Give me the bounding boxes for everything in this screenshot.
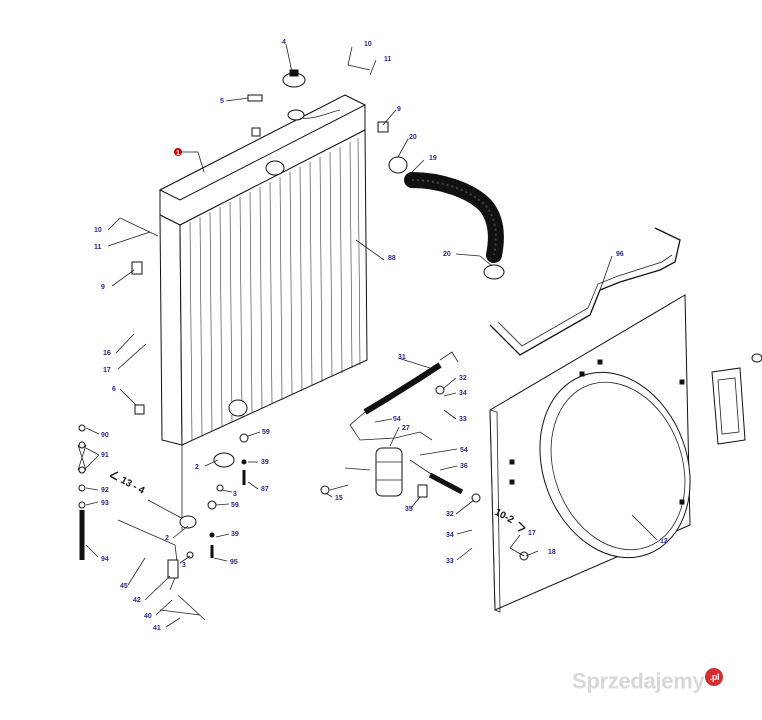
label-41: 41 xyxy=(153,625,161,632)
label-88: 88 xyxy=(388,255,396,262)
label-4: 4 xyxy=(282,39,286,46)
label-12: 12 xyxy=(660,538,668,545)
label-17a: 17 xyxy=(103,367,111,374)
label-59b: 59 xyxy=(231,502,239,509)
label-5: 5 xyxy=(220,98,224,105)
label-54a: 54 xyxy=(393,416,401,423)
label-54b: 54 xyxy=(460,447,468,454)
label-39b: 39 xyxy=(231,531,239,538)
leader-lines xyxy=(85,43,658,628)
label-93: 93 xyxy=(101,500,109,507)
label-27: 27 xyxy=(402,425,410,432)
label-32a: 32 xyxy=(459,375,467,382)
label-1: 1 xyxy=(176,150,180,157)
label-15: 15 xyxy=(335,495,343,502)
label-16: 16 xyxy=(103,350,111,357)
label-94: 94 xyxy=(101,556,109,563)
ac-line-assembly xyxy=(320,351,529,561)
label-3a: 3 xyxy=(233,491,237,498)
watermark-badge: .pl xyxy=(705,668,724,686)
fan-shroud xyxy=(489,294,691,613)
label-6: 6 xyxy=(112,386,116,393)
label-95: 95 xyxy=(230,559,238,566)
label-92: 92 xyxy=(101,487,109,494)
callout-marker xyxy=(174,148,182,156)
arrow-left-icon xyxy=(109,471,119,481)
label-19: 19 xyxy=(429,155,437,162)
label-87: 87 xyxy=(261,486,269,493)
label-9b: 9 xyxy=(101,284,105,291)
arrow-right-icon xyxy=(517,521,526,532)
label-10a: 10 xyxy=(364,41,372,48)
label-17b: 17 xyxy=(528,530,536,537)
label-90: 90 xyxy=(101,432,109,439)
label-2b: 2 xyxy=(165,535,169,542)
label-91: 91 xyxy=(101,452,109,459)
label-34b: 34 xyxy=(446,532,454,539)
label-36: 36 xyxy=(460,463,468,470)
watermark: Sprzedajemy.pl xyxy=(572,668,724,694)
label-45: 45 xyxy=(120,583,128,590)
label-20b: 20 xyxy=(443,251,451,258)
label-2a: 2 xyxy=(195,464,199,471)
lower-linkage xyxy=(77,424,249,621)
upper-hose xyxy=(388,156,505,280)
label-96: 96 xyxy=(616,251,624,258)
label-11b: 11 xyxy=(94,244,102,251)
radiator-assembly xyxy=(131,69,389,446)
label-18: 18 xyxy=(548,549,556,556)
radiator-core-fins xyxy=(189,137,361,441)
label-33b: 33 xyxy=(446,558,454,565)
label-11a: 11 xyxy=(384,56,392,63)
label-10b: 10 xyxy=(94,227,102,234)
side-gasket xyxy=(711,353,762,445)
label-34a: 34 xyxy=(459,390,467,397)
label-39a: 39 xyxy=(261,459,269,466)
label-20a: 20 xyxy=(409,134,417,141)
support-bracket xyxy=(489,227,681,356)
label-59a: 59 xyxy=(262,429,270,436)
label-35: 35 xyxy=(405,506,413,513)
label-3b: 3 xyxy=(182,562,186,569)
label-40: 40 xyxy=(144,613,152,620)
part-labels: 1 4 5 10 11 9 20 19 10 11 9 88 20 96 16 … xyxy=(94,39,668,632)
label-9a: 9 xyxy=(397,106,401,113)
label-13-4: 13 - 4 xyxy=(119,475,147,497)
label-42: 42 xyxy=(133,597,141,604)
watermark-text: Sprzedajemy xyxy=(572,668,705,694)
label-33a: 33 xyxy=(459,416,467,423)
label-32b: 32 xyxy=(446,511,454,518)
label-31: 31 xyxy=(398,354,406,361)
